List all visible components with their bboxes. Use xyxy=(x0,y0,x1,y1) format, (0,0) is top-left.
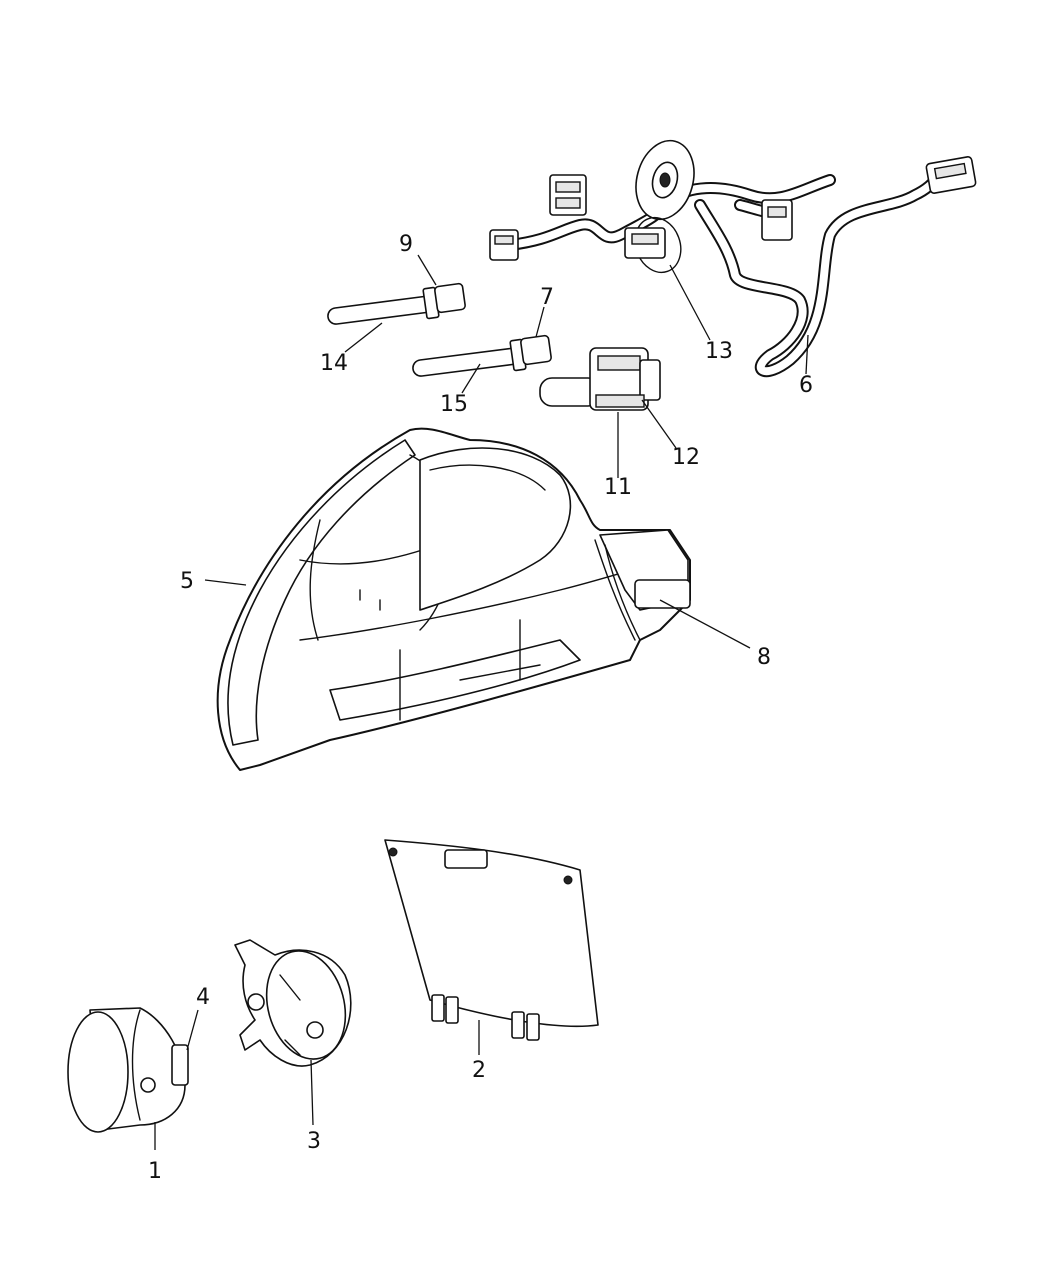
harness-connector xyxy=(489,229,519,261)
fog-lamp xyxy=(67,1007,189,1133)
harness-connector xyxy=(549,174,587,216)
callout-8: 8 xyxy=(757,645,771,670)
harness-connector xyxy=(624,227,666,259)
access-cover-panel xyxy=(384,839,599,1041)
bulb-15 xyxy=(412,334,552,377)
bulb-socket xyxy=(539,347,661,411)
callout-13: 13 xyxy=(705,339,733,364)
fog-lamp-bracket xyxy=(234,939,352,1067)
bulb-14 xyxy=(327,282,466,325)
harness-connector xyxy=(925,156,977,194)
wiring-harness xyxy=(489,139,977,378)
callout-2: 2 xyxy=(472,1058,486,1083)
headlamp-assembly xyxy=(216,427,691,771)
leader-lines xyxy=(154,254,809,1150)
callout-3: 3 xyxy=(307,1129,321,1154)
callout-14: 14 xyxy=(320,351,348,376)
callout-7: 7 xyxy=(540,285,554,310)
harness-connector xyxy=(761,199,793,241)
callout-1: 1 xyxy=(148,1159,162,1184)
callout-5: 5 xyxy=(180,569,194,594)
callout-12: 12 xyxy=(672,445,700,470)
callout-6: 6 xyxy=(799,373,813,398)
callout-15: 15 xyxy=(440,392,468,417)
callout-9: 9 xyxy=(399,232,413,257)
callout-4: 4 xyxy=(196,985,210,1010)
callout-11: 11 xyxy=(604,475,632,500)
callout-labels: 9 14 7 15 13 6 12 11 5 8 4 2 3 1 xyxy=(148,232,813,1184)
